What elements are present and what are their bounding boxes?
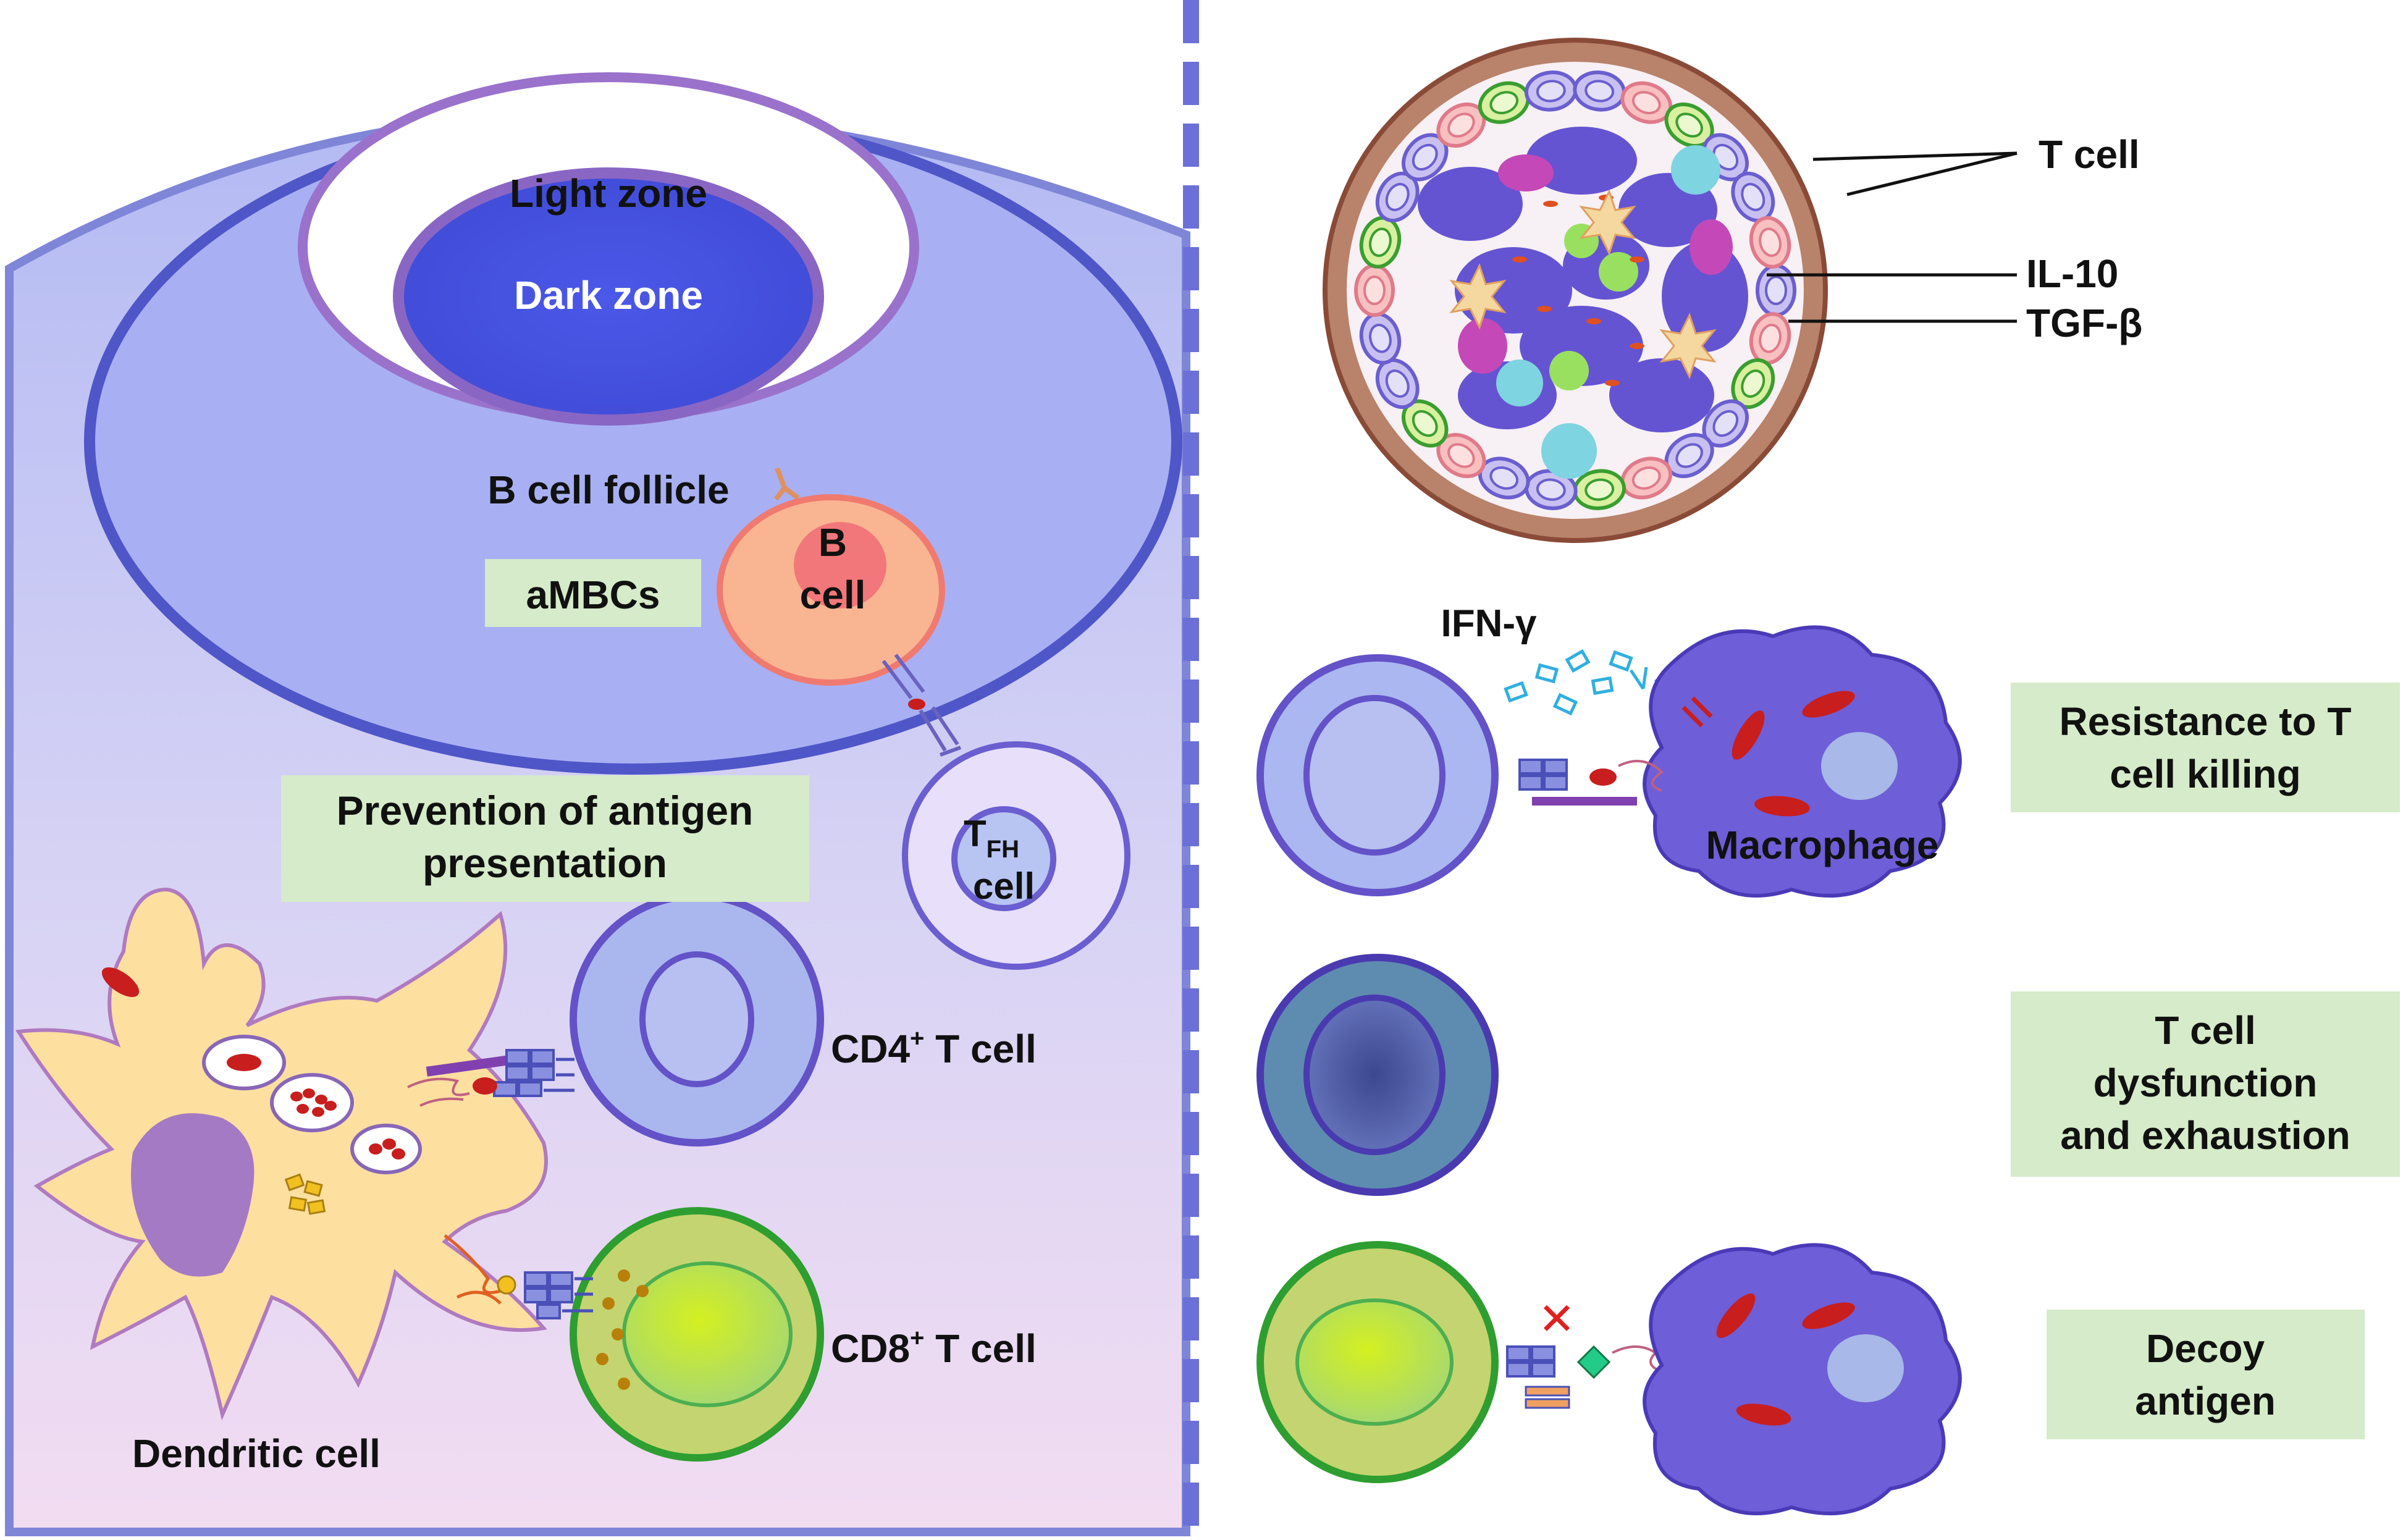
b-cell-label-line2: cell [800,573,866,617]
exhausted-t-cell [1256,954,1499,1196]
granuloma-callouts [1767,151,2018,323]
granuloma-lymphocyte-nucleus [1631,466,1661,490]
granuloma-lymphocyte-nucleus [1675,112,1703,138]
tfh-main: T [964,813,987,854]
granuloma-t-cell-label: T cell [2039,132,2140,177]
granuloma-lymphocyte-nucleus [1369,227,1392,257]
ambcs-label: aMBCs [526,573,660,617]
macrophage-resistant [1643,625,1962,898]
dc-cd4-synapse-icon [407,1049,574,1107]
cd4-sup: + [910,1025,924,1052]
tcell-macrophage-synapse-icon [1518,759,1664,806]
decoy-label-line2: antigen [2135,1379,2276,1423]
granuloma-lymphocyte-nucleus [1712,410,1739,437]
resistance-label-line1: Resistance to T [2059,699,2351,744]
granuloma-lymphocyte-nucleus [1489,91,1519,114]
prevention-box [281,775,809,902]
granuloma-lymphocyte-nucleus [1447,112,1475,138]
granuloma-lymphocyte-nucleus [1412,143,1438,171]
granuloma-lymphocyte-nucleus [1447,443,1475,468]
cd4-main: CD4 [831,1027,910,1071]
effector-t-cell [1256,654,1499,896]
cd8-rest: T cell [924,1326,1036,1371]
ifn-gamma-label: IFN-γ [1441,602,1538,645]
granuloma-lymphocyte-nucleus [1363,276,1386,305]
b-tfh-synapse-icon [882,654,962,757]
cd8-label: CD8+ T cell [831,1324,1037,1371]
granuloma-lymphocyte-nucleus [1536,80,1566,103]
granuloma-lymphocyte-nucleus [1385,183,1410,211]
granuloma-lymphocyte-nucleus [1412,410,1438,437]
granuloma-lymphocyte-nucleus [1741,369,1765,398]
b-cell-follicle-label: B cell follicle [487,468,729,512]
decoy-label-line1: Decoy [2146,1326,2265,1371]
cd4-rest: T cell [924,1027,1036,1071]
b-cell-receptor-icon [773,467,800,501]
granuloma-lymphocyte-nucleus [1369,324,1392,353]
dc-cd8-synapse-icon [444,1234,593,1319]
dysfunction-box [2011,991,2400,1177]
macrophage-label: Macrophage [1706,823,1939,867]
granuloma-lymphocyte-nucleus [1675,443,1703,468]
decoy-antigen-icon [1576,1345,1611,1379]
ambcs-box [485,559,701,627]
granuloma-lymphocyte-nucleus [1741,183,1765,211]
cd8-main: CD8 [831,1326,910,1371]
blocked-recognition-icon: ✕ [1538,1293,1575,1345]
granuloma-lymphocyte-nucleus [1385,369,1410,398]
decoy-box [2047,1310,2365,1439]
granuloma-lymphocyte-nucleus [1584,80,1615,103]
granuloma [1323,38,1828,543]
resistance-label-line2: cell killing [2110,752,2300,796]
cd8-t-cell [570,1207,824,1462]
granuloma-parasites [1512,195,1644,386]
resistance-box [2011,683,2400,812]
macrophage-decoy [1643,1243,1962,1515]
granuloma-lymphocyte-nucleus [1631,91,1661,114]
dysfunction-label-line2: dysfunction [2094,1061,2318,1105]
granuloma-lymphocyte-nucleus [1536,478,1566,501]
dendritic-nucleus [131,1113,255,1277]
dendritic-cell [15,887,548,1421]
tfh-cell-label: cell [973,865,1035,907]
il10-label: IL-10 [2026,251,2118,296]
prevention-label-line1: Prevention of antigen [337,788,754,833]
granuloma-lymphocyte-nucleus [1584,478,1615,501]
cd4-t-cell [570,892,824,1147]
dark-zone [393,167,824,426]
granuloma-lymphocyte-nucleus [1759,227,1782,257]
dendritic-cell-label: Dendritic cell [132,1431,381,1476]
granuloma-lymphocyte-nucleus [1489,466,1519,490]
dark-zone-label: Dark zone [514,273,703,318]
b-cell [717,467,945,686]
cd8-sup: + [910,1324,924,1352]
free-parasite-icon [101,967,140,997]
dysfunction-label-line3: and exhaustion [2060,1113,2350,1158]
antigen-fragments [284,1173,326,1215]
granuloma-ring-cells [1354,70,1796,510]
prevention-label-line2: presentation [423,840,667,886]
inhibition-icon [1681,696,1713,728]
cd4-label: CD4+ T cell [831,1025,1037,1071]
granuloma-lymphocyte-nucleus [1765,276,1787,305]
tgfb-label: TGF-β [2026,301,2142,345]
granuloma-lymphocyte-nucleus [1759,324,1782,353]
b-cell-label-line1: B [819,520,847,565]
tfh-label: TFH [964,813,1019,863]
decoy-cd8-t-cell [1256,1241,1499,1483]
light-zone-label: Light zone [510,171,707,216]
decoy-synapse-icon [1506,1345,1662,1409]
tfh-cell [902,741,1130,970]
granuloma-infected-cells [1458,145,1733,479]
granuloma-dendritic-cells [1449,189,1717,379]
tfh-sub: FH [987,836,1019,863]
ifn-gamma-molecules [1504,649,1673,716]
dysfunction-label-line1: T cell [2155,1008,2256,1053]
cd8-granules [596,1269,649,1390]
